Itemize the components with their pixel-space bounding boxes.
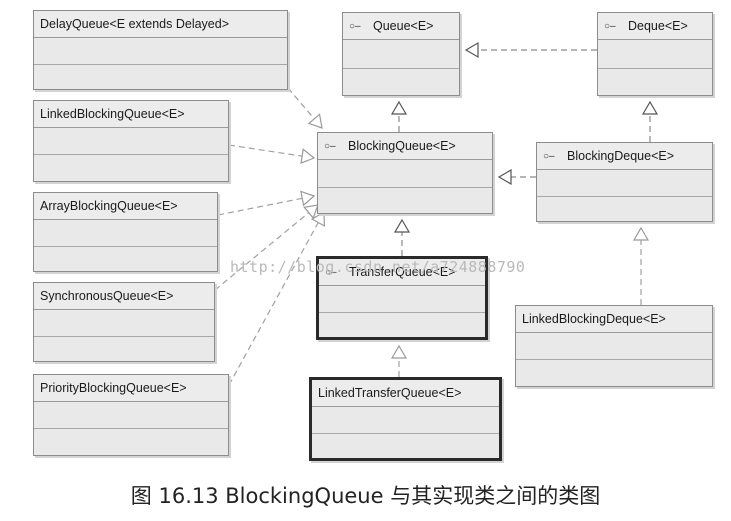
attributes-section: [598, 40, 712, 69]
edge-priorityblockingqueue-to-blockingqueue: [228, 222, 319, 386]
class-name: SynchronousQueue<E>: [34, 283, 214, 310]
methods-section: [312, 434, 499, 460]
interface-name: Queue<E>: [373, 19, 434, 33]
interface-name: BlockingQueue<E>: [348, 139, 456, 153]
interface-name-row: ○– Queue<E>: [343, 13, 459, 40]
arrowhead-priorityblockingqueue-to-blockingqueue: [310, 210, 325, 227]
arrowhead-linkedblockingdeque-to-blockingdeque: [632, 226, 650, 241]
attributes-section: [319, 286, 485, 313]
methods-section: [318, 188, 492, 215]
watermark-url: http://blog.csdn.net/a724888790: [230, 258, 526, 276]
interface-lollipop-icon: ○–: [349, 20, 361, 32]
class-arrayblockingqueue[interactable]: ArrayBlockingQueue<E>: [33, 192, 218, 272]
edge-arrayblockingqueue-to-blockingqueue: [217, 197, 303, 216]
class-name: LinkedBlockingQueue<E>: [34, 101, 228, 128]
class-linkedtransferqueue[interactable]: LinkedTransferQueue<E>: [309, 377, 502, 461]
attributes-section: [34, 402, 228, 429]
interface-lollipop-icon: ○–: [325, 266, 337, 278]
interface-deque[interactable]: ○– Deque<E>: [597, 12, 713, 96]
arrowhead-blockingdeque-to-blockingqueue: [497, 168, 512, 186]
attributes-section: [343, 40, 459, 69]
attributes-section: [516, 333, 712, 360]
edge-linkedblockingqueue-to-blockingqueue: [228, 144, 303, 157]
arrowhead-linkedtransferqueue-to-transferqueue: [390, 344, 408, 359]
interface-name: TransferQueue<E>: [349, 265, 456, 279]
attributes-section: [34, 310, 214, 337]
attributes-section: [318, 160, 492, 188]
class-linkedblockingqueue[interactable]: LinkedBlockingQueue<E>: [33, 100, 229, 182]
interface-name-row: ○– Deque<E>: [598, 13, 712, 40]
interface-lollipop-icon: ○–: [604, 20, 616, 32]
edge-synchronousqueue-to-blockingqueue: [214, 212, 310, 291]
interface-blockingqueue[interactable]: ○– BlockingQueue<E>: [317, 132, 493, 214]
methods-section: [319, 313, 485, 339]
dependency-edges: [214, 49, 651, 386]
class-name: LinkedBlockingDeque<E>: [516, 306, 712, 333]
attributes-section: [34, 38, 287, 65]
interface-name-row: ○– TransferQueue<E>: [319, 259, 485, 286]
interface-name-row: ○– BlockingDeque<E>: [537, 143, 712, 170]
class-name: ArrayBlockingQueue<E>: [34, 193, 217, 220]
interface-lollipop-icon: ○–: [324, 140, 336, 152]
arrowhead-delayqueue-to-blockingqueue: [307, 113, 323, 129]
arrowhead-blockingqueue-to-queue: [390, 100, 408, 115]
arrowhead-linkedblockingqueue-to-blockingqueue: [300, 148, 316, 165]
methods-section: [34, 155, 228, 181]
figure-caption: 图 16.13 BlockingQueue 与其实现类之间的类图: [130, 484, 601, 508]
methods-section: [34, 429, 228, 455]
attributes-section: [537, 170, 712, 197]
inheritance-arrowheads: [300, 41, 659, 359]
methods-section: [516, 360, 712, 386]
interface-lollipop-icon: ○–: [543, 150, 555, 162]
arrowhead-transferqueue-to-blockingqueue: [393, 218, 411, 233]
interface-blockingdeque[interactable]: ○– BlockingDeque<E>: [536, 142, 713, 222]
arrowhead-synchronousqueue-to-blockingqueue: [303, 204, 319, 220]
class-delayqueue[interactable]: DelayQueue<E extends Delayed>: [33, 10, 288, 90]
methods-section: [34, 337, 214, 361]
class-name: PriorityBlockingQueue<E>: [34, 375, 228, 402]
attributes-section: [312, 407, 499, 434]
class-linkedblockingdeque[interactable]: LinkedBlockingDeque<E>: [515, 305, 713, 387]
class-name: LinkedTransferQueue<E>: [312, 380, 499, 407]
methods-section: [34, 65, 287, 89]
interface-queue[interactable]: ○– Queue<E>: [342, 12, 460, 96]
class-priorityblockingqueue[interactable]: PriorityBlockingQueue<E>: [33, 374, 229, 456]
interface-transferqueue[interactable]: ○– TransferQueue<E>: [316, 256, 488, 340]
methods-section: [34, 247, 217, 271]
interface-name: Deque<E>: [628, 19, 688, 33]
attributes-section: [34, 220, 217, 247]
methods-section: [598, 69, 712, 97]
class-name: DelayQueue<E extends Delayed>: [34, 11, 287, 38]
arrowhead-blockingdeque-to-deque: [641, 100, 659, 115]
attributes-section: [34, 128, 228, 155]
arrowhead-arrayblockingqueue-to-blockingqueue: [300, 190, 316, 207]
arrowhead-deque-to-queue: [464, 41, 479, 59]
methods-section: [343, 69, 459, 97]
methods-section: [537, 197, 712, 223]
edge-delayqueue-to-blockingqueue: [287, 87, 315, 120]
class-synchronousqueue[interactable]: SynchronousQueue<E>: [33, 282, 215, 362]
interface-name: BlockingDeque<E>: [567, 149, 675, 163]
interface-name-row: ○– BlockingQueue<E>: [318, 133, 492, 160]
